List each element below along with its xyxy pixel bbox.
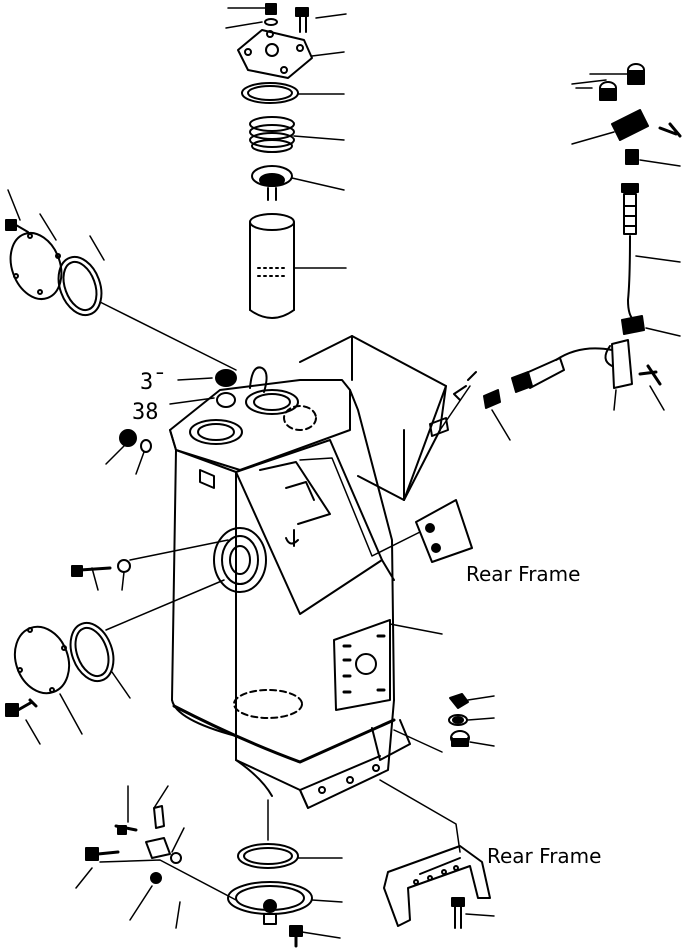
hydraulic-tank-body: [170, 336, 446, 808]
tank-fittings: [72, 370, 472, 576]
label-rear-frame-lower: Rear Frame: [487, 844, 602, 868]
leader-lines-top: [226, 8, 346, 268]
bottom-drain-assembly: [76, 786, 342, 946]
leader-lines-left: [92, 378, 228, 630]
callout-37: 3ˉ: [140, 370, 167, 395]
rear-frame-bracket: [380, 780, 494, 928]
side-cover-left-upper: [2, 190, 236, 370]
side-cover-left-lower: [6, 617, 130, 744]
top-cover-assembly: [238, 4, 312, 318]
pressure-switch-hose-assembly: [430, 64, 680, 436]
lower-right-hardware: [394, 694, 494, 752]
label-rear-frame-upper: Rear Frame: [466, 562, 581, 586]
leader-lines-right: [390, 80, 680, 634]
leader-lines-frame: [300, 458, 420, 556]
callout-38: 38: [132, 400, 159, 425]
